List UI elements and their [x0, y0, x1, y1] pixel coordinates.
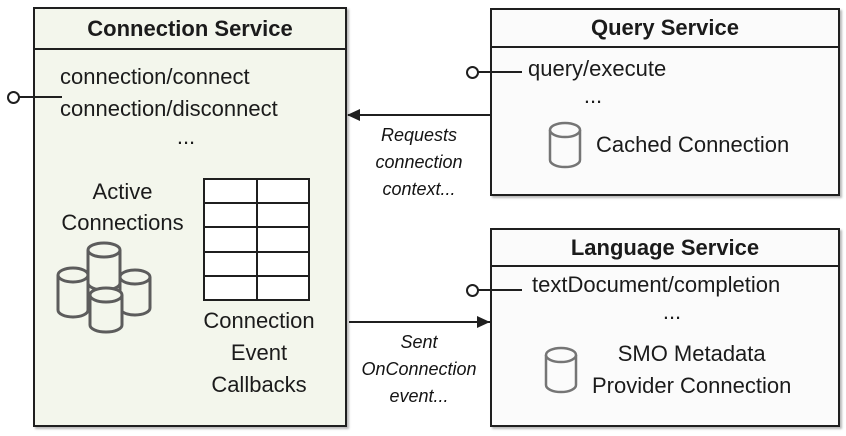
methods-ellipsis: ... — [176, 124, 196, 149]
database-cluster-icon — [56, 241, 152, 334]
arrow-left-icon — [347, 109, 360, 121]
table-row — [203, 250, 310, 277]
arrow-right-icon — [477, 316, 490, 328]
query-service-box: Query Service query/execute ... Cached C… — [490, 8, 840, 196]
sent-annotation: Sent OnConnection event... — [361, 332, 477, 406]
smo-metadata-row: SMO Metadata Provider Connection — [543, 338, 791, 402]
requests-annotation: Requests connection context... — [375, 125, 463, 199]
connection-event-callbacks-label: Connection Event Callbacks — [203, 308, 315, 397]
table-row — [203, 226, 310, 253]
connection-service-title: Connection Service — [35, 9, 345, 50]
interface-lollipop-line — [478, 71, 522, 73]
methods-ellipsis: ... — [662, 299, 682, 324]
table-row — [203, 202, 310, 229]
database-icon — [548, 121, 582, 169]
language-service-methods: textDocument/completion ... — [532, 270, 812, 324]
methods-ellipsis: ... — [583, 83, 603, 108]
method-query-execute: query/execute — [528, 56, 667, 81]
query-service-title: Query Service — [492, 10, 838, 48]
connection-service-methods: connection/connect connection/disconnect… — [60, 61, 312, 149]
method-connection-connect: connection/connect — [60, 64, 250, 89]
database-icon — [544, 346, 578, 394]
smo-metadata-label: SMO Metadata Provider Connection — [592, 341, 792, 398]
connection-callbacks-table — [203, 177, 310, 302]
active-connections-label: Active Connections — [61, 179, 184, 235]
cached-connection-label: Cached Connection — [596, 132, 790, 157]
table-row — [203, 177, 310, 205]
requests-arrow-line — [348, 114, 490, 116]
sent-arrow-line — [349, 321, 490, 323]
method-textdocument-completion: textDocument/completion — [532, 272, 781, 297]
table-row — [203, 274, 310, 302]
interface-lollipop-line — [19, 96, 62, 98]
connection-service-box: Connection Service connection/connect co… — [33, 7, 347, 427]
cached-connection-row: Cached Connection — [547, 121, 789, 169]
query-service-methods: query/execute ... — [528, 54, 667, 108]
method-connection-disconnect: connection/disconnect — [60, 96, 278, 121]
interface-lollipop-line — [478, 289, 522, 291]
language-service-box: Language Service textDocument/completion… — [490, 228, 840, 427]
language-service-title: Language Service — [492, 230, 838, 267]
